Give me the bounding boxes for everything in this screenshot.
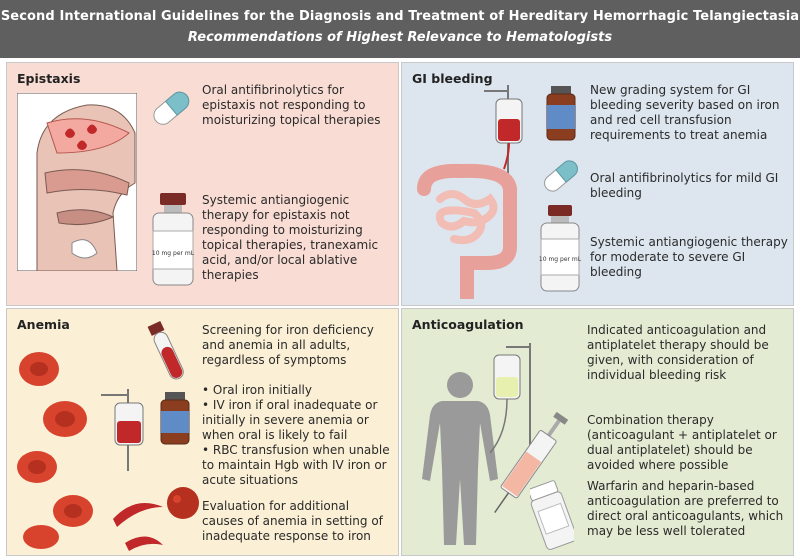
human-silhouette-illustration — [422, 372, 498, 545]
panel-epistaxis: Epistaxis Oral antifibrinolytics for epi… — [6, 62, 399, 306]
medication-vial-icon: 10 mg per mL — [152, 193, 195, 286]
vial-label: 10 mg per mL — [539, 256, 582, 263]
panel-title-anticoagulation: Anticoagulation — [412, 317, 524, 332]
panel-anemia: Anemia Screening for iron deficiency and… — [6, 308, 399, 556]
nasal-anatomy-illustration — [17, 93, 137, 271]
panel-title-gi-bleeding: GI bleeding — [412, 71, 493, 86]
panel-title-epistaxis: Epistaxis — [17, 71, 81, 86]
medication-vial-icon: 10 mg per mL — [539, 205, 582, 292]
pill-bottle-icon — [530, 480, 574, 550]
anemia-rec-1: Screening for iron deficiency and anemia… — [202, 323, 374, 367]
header-subtitle: Recommendations of Highest Relevance to … — [187, 30, 613, 45]
anticoag-rec-3: Warfarin and heparin-based anticoagulati… — [587, 479, 784, 538]
header-title: Second International Guidelines for the … — [0, 9, 800, 24]
red-blood-cells-illustration — [17, 352, 93, 549]
panel-gi-bleeding: GI bleeding New grading system for GI bl… — [401, 62, 794, 306]
anemia-rec-2: Evaluation for additional causes of anem… — [202, 499, 383, 543]
panel-anticoagulation: Anticoagulation Indicated anticoagulatio… — [401, 308, 794, 556]
epistaxis-rec-1: Oral antifibrinolytics for epistaxis not… — [202, 83, 381, 127]
iron-vial-icon — [160, 392, 190, 445]
epistaxis-rec-2: Systemic antiangiogenic therapy for epis… — [202, 193, 379, 282]
sickle-cells-illustration — [113, 487, 199, 551]
anemia-bullet: Oral iron initially — [202, 383, 394, 398]
header: Second International Guidelines for the … — [0, 0, 800, 58]
blood-tube-icon — [147, 320, 184, 380]
gi-rec-2: Oral antifibrinolytics for mild GI bleed… — [590, 171, 779, 200]
gi-rec-3: Systemic antiangiogenic therapy for mode… — [590, 235, 788, 279]
anticoag-rec-1: Indicated anticoagulation and antiplatel… — [587, 323, 769, 382]
panel-title-anemia: Anemia — [17, 317, 70, 332]
iv-blood-bag-icon — [101, 389, 144, 471]
iv-blood-bag-icon — [484, 85, 523, 177]
gi-rec-1: New grading system for GI bleeding sever… — [590, 83, 780, 142]
anemia-bullet: IV iron if oral inadequate or initially … — [202, 398, 394, 443]
iv-drip-bag-icon — [490, 343, 531, 473]
anticoag-rec-2: Combination therapy (anticoagulant + ant… — [587, 413, 777, 472]
syringe-icon — [494, 411, 568, 513]
anemia-bullet-list: Oral iron initially IV iron if oral inad… — [202, 383, 394, 488]
oral-pill-icon — [544, 160, 578, 192]
anemia-bullet: RBC transfusion when unable to maintain … — [202, 443, 394, 488]
iron-vial-icon — [546, 86, 576, 141]
vial-label: 10 mg per mL — [152, 250, 195, 257]
oral-pill-icon — [153, 91, 190, 125]
intestines-illustration — [417, 163, 517, 299]
